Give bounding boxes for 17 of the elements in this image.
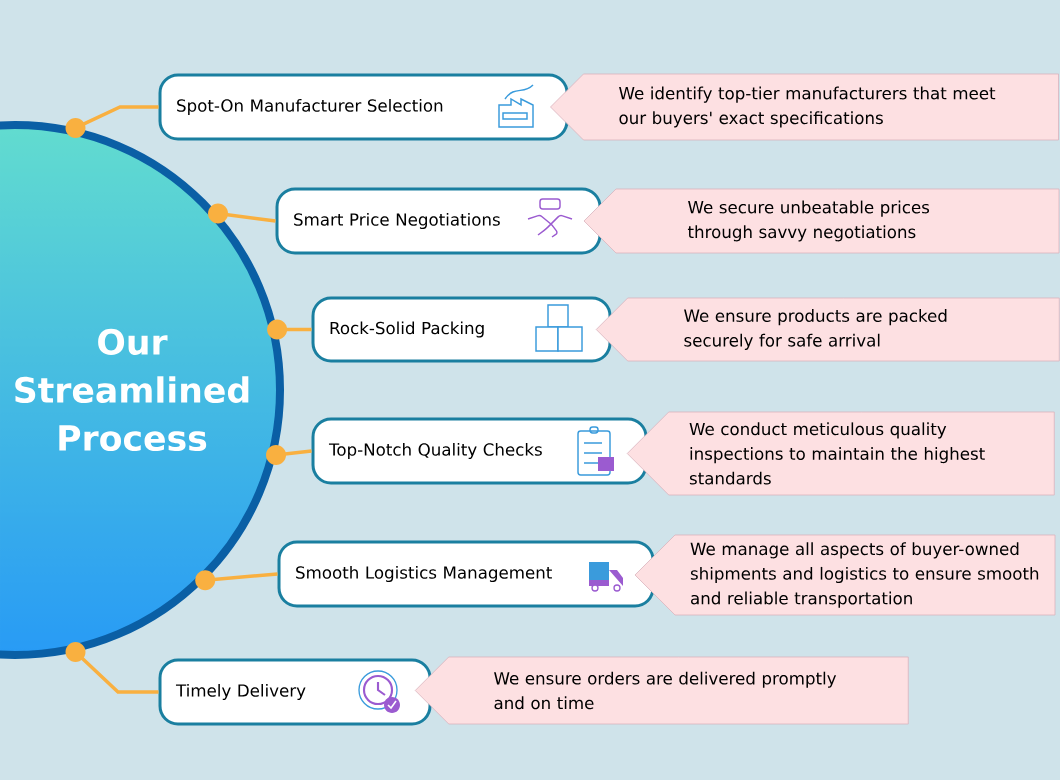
description-tag: We ensure products are packed securely for safe arrival: [595, 297, 1060, 362]
description-tag: We identify top-tier manufacturers that meet our buyers' exact specifications: [550, 73, 1059, 141]
connector-line: [65, 642, 159, 694]
step-box: Spot-On Manufacturer Selection: [158, 73, 569, 141]
step-box: Smart Price Negotiations: [275, 187, 602, 255]
step-box: Smooth Logistics Management: [277, 540, 655, 608]
step-box: Timely Delivery: [158, 658, 432, 726]
step-box: Top-Notch Quality Checks: [311, 417, 648, 485]
connector-line: [195, 570, 278, 591]
description-tag: We manage all aspects of buyer-owned shipments and logistics to ensure smooth and reliable transportation: [634, 534, 1056, 616]
connector-line: [266, 445, 312, 466]
connector-line: [65, 105, 159, 138]
connector-line: [208, 203, 276, 224]
description-tag: We secure unbeatable prices through savvy negotiations: [583, 188, 1060, 254]
description-tag: We ensure orders are delivered promptly and on time: [414, 656, 909, 725]
connector-line: [267, 319, 312, 340]
description-tag: We conduct meticulous quality inspections to maintain the highest standards: [626, 411, 1055, 496]
